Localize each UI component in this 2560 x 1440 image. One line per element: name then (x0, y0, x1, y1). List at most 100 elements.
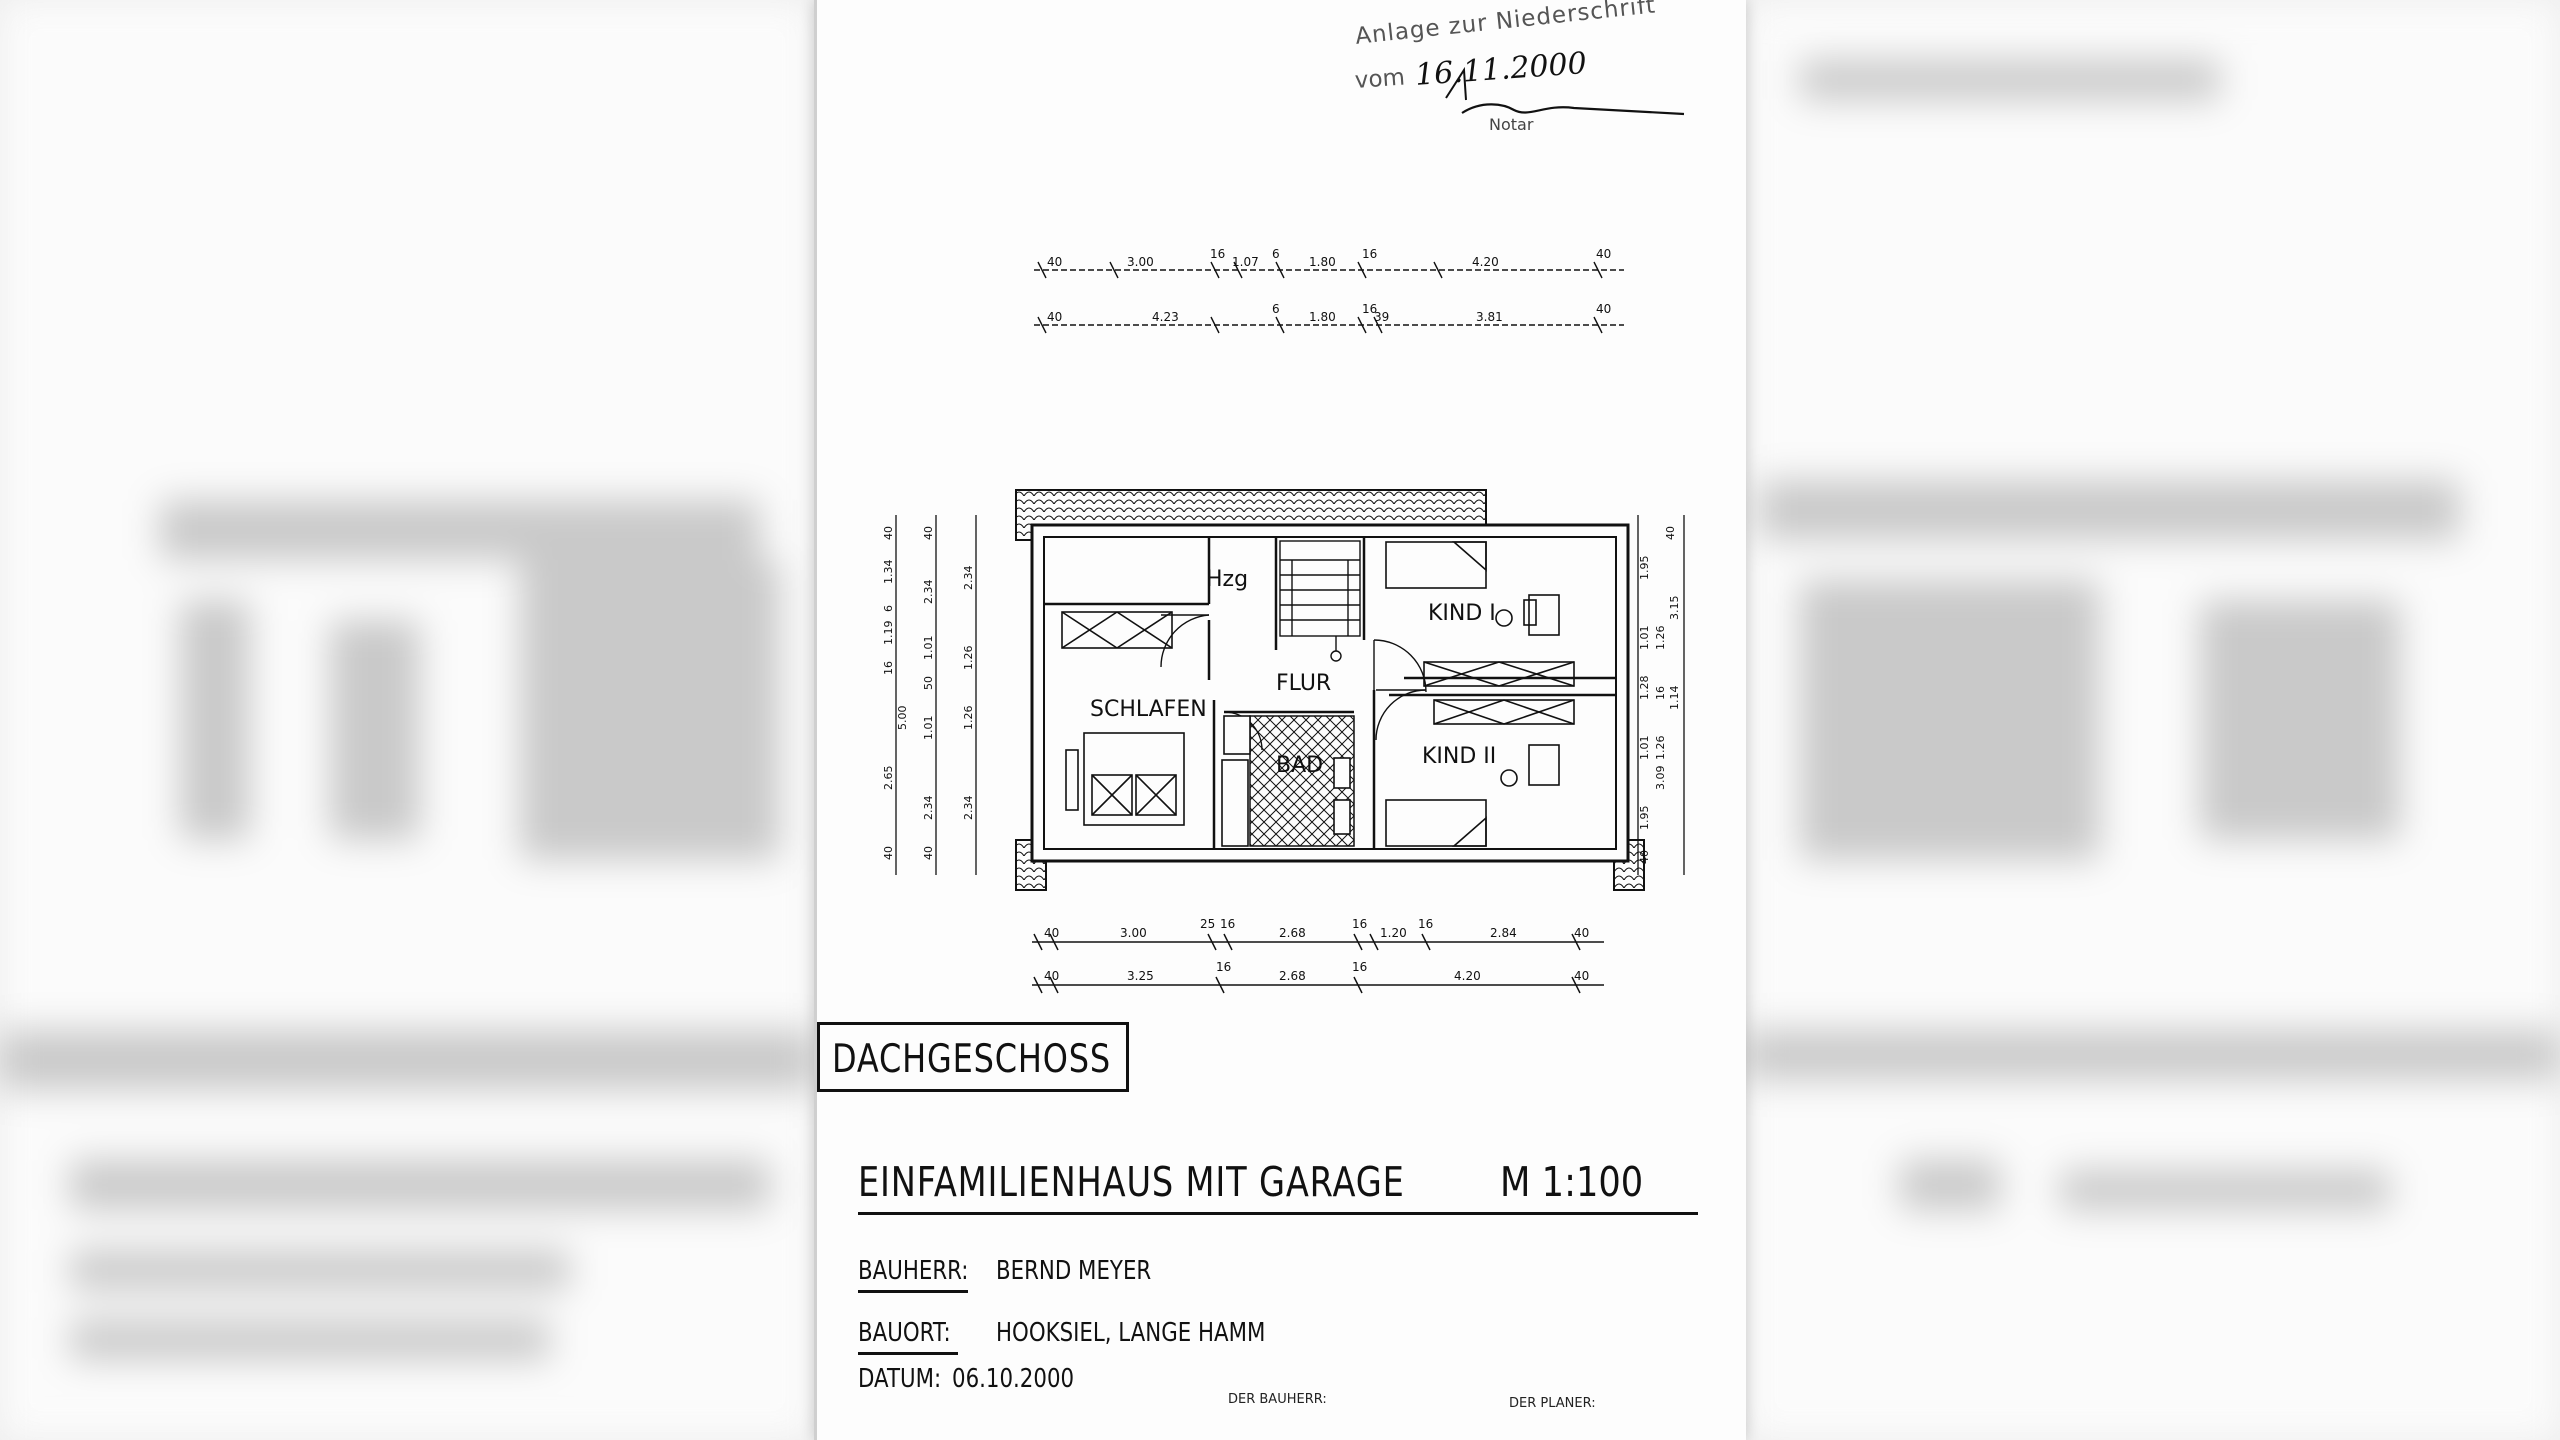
dim-right-8: 1.01 (1638, 736, 1651, 761)
dim-left-1: 1.34 (882, 560, 895, 585)
dim-third-2: 1.26 (962, 706, 975, 731)
toilet (1333, 757, 1351, 789)
dim-inner-6: 40 (922, 846, 935, 860)
stamp-signer: Notar (1489, 115, 1534, 134)
washbasin (1333, 799, 1351, 835)
dim-bottom2-6: 40 (1574, 969, 1589, 983)
dim-right-2: 1.01 (1638, 626, 1651, 651)
dim-top2-0: 40 (1047, 310, 1062, 324)
dim-left-6: 2.65 (882, 766, 895, 791)
dim-top2-4: 16 (1362, 302, 1377, 316)
dim-bottom1-5: 16 (1352, 917, 1367, 931)
dim-bottom2-2: 16 (1216, 960, 1231, 974)
dim-right-4: 3.15 (1668, 596, 1681, 621)
room-kind2: KIND II (1422, 744, 1496, 769)
room-flur: FLUR (1276, 671, 1331, 696)
dim-bottom1-8: 2.84 (1490, 926, 1517, 940)
left-dims-third: 2.34 1.26 1.26 2.34 (962, 566, 975, 821)
dim-top2-2: 6 (1272, 302, 1280, 316)
dim-bottom2-5: 4.20 (1454, 969, 1481, 983)
dim-left-5: 5.00 (896, 706, 909, 731)
dim-third-1: 1.26 (962, 646, 975, 671)
dim-bottom1-9: 40 (1574, 926, 1589, 940)
dim-top2-7: 40 (1596, 302, 1611, 316)
dim-top2-6: 3.81 (1476, 310, 1503, 324)
dim-top1-8: 40 (1596, 247, 1611, 261)
left-dims-outer: 40 1.34 6 1.19 16 5.00 2.65 40 (882, 526, 909, 860)
dim-bottom2-0: 40 (1044, 969, 1059, 983)
dim-inner-4: 1.01 (922, 716, 935, 741)
sign-planer-label: DER PLANER: (1509, 1396, 1596, 1411)
dim-top2-5: 39 (1374, 310, 1389, 324)
bauort-value: HOOKSIEL, LANGE HAMM (996, 1318, 1266, 1348)
heading-underline (858, 1212, 1698, 1215)
room-kind1: KIND I (1428, 601, 1496, 626)
desk-kind1 (1528, 594, 1560, 636)
drawing-scale: M 1:100 (1500, 1158, 1644, 1206)
dim-bottom1-4: 2.68 (1279, 926, 1306, 940)
inner-wall-line (1043, 536, 1617, 850)
right-dims: 40 1.95 1.01 1.26 3.15 1.28 16 1.14 1.01… (1638, 526, 1681, 864)
dim-left-2: 6 (882, 605, 895, 612)
staircase (1279, 540, 1361, 662)
dim-inner-3: 50 (922, 676, 935, 690)
dim-left-4: 16 (882, 661, 895, 675)
dim-left-3: 1.19 (882, 621, 895, 646)
dim-right-3: 1.26 (1654, 626, 1667, 651)
dim-top1-5: 1.80 (1309, 255, 1336, 269)
dim-top1-7: 4.20 (1472, 255, 1499, 269)
dim-bottom1-6: 1.20 (1380, 926, 1407, 940)
dim-right-12: 40 (1638, 850, 1651, 864)
dim-inner-0: 40 (922, 526, 935, 540)
room-hzg: Hzg (1206, 567, 1248, 592)
project-heading: EINFAMILIENHAUS MIT GARAGE (858, 1158, 1405, 1206)
bauort-underline (858, 1352, 958, 1355)
dim-top1-1: 3.00 (1127, 255, 1154, 269)
dim-right-7: 1.14 (1668, 686, 1681, 711)
dim-right-1: 1.95 (1638, 556, 1651, 581)
room-schlafen: SCHLAFEN (1090, 697, 1207, 722)
dim-inner-5: 2.34 (922, 796, 935, 821)
desk-kind2 (1528, 744, 1560, 786)
dim-top1-2: 16 (1210, 247, 1225, 261)
bed-schlafen (1083, 732, 1185, 826)
dim-bottom1-7: 16 (1418, 917, 1433, 931)
left-dims-inner: 40 2.34 1.01 50 1.01 2.34 40 (922, 526, 935, 860)
dim-left-7: 40 (882, 846, 895, 860)
page-edge (814, 0, 817, 1440)
dim-bottom2-3: 2.68 (1279, 969, 1306, 983)
dim-right-10: 3.09 (1654, 766, 1667, 791)
drawing-title: DACHGESCHOSS (832, 1037, 1112, 1082)
dim-top1-3: 1.07 (1232, 255, 1259, 269)
dim-inner-2: 1.01 (922, 636, 935, 661)
datum-label: DATUM: (858, 1364, 942, 1394)
dim-top1-4: 6 (1272, 247, 1280, 261)
dim-third-3: 2.34 (962, 796, 975, 821)
dim-right-5: 1.28 (1638, 676, 1651, 701)
bauort-label: BAUORT: (858, 1318, 951, 1348)
dim-inner-1: 2.34 (922, 580, 935, 605)
drawing-title-box: DACHGESCHOSS (817, 1022, 1129, 1092)
dim-right-9: 1.26 (1654, 736, 1667, 761)
dim-bottom2-4: 16 (1352, 960, 1367, 974)
bauherr-value: BERND MEYER (996, 1256, 1152, 1286)
dim-left-0: 40 (882, 526, 895, 540)
shower (1223, 715, 1251, 755)
dim-bottom2-1: 3.25 (1127, 969, 1154, 983)
document-page: Anlage zur Niederschrift vom 16.11.2000 … (814, 0, 1746, 1440)
notary-signature-mark (1445, 66, 1467, 101)
datum-value: 06.10.2000 (952, 1364, 1075, 1394)
dim-right-6: 16 (1654, 686, 1667, 700)
notary-signature (1461, 103, 1685, 116)
floor-plan-drawing: 40 3.00 16 1.07 6 1.80 16 4.20 40 40 4.2… (882, 66, 1685, 994)
bathtub (1221, 759, 1249, 847)
dim-bottom1-3: 16 (1220, 917, 1235, 931)
dim-top2-1: 4.23 (1152, 310, 1179, 324)
dim-right-11: 1.95 (1638, 806, 1651, 831)
dim-bottom1-2: 25 (1200, 917, 1215, 931)
dim-third-0: 2.34 (962, 566, 975, 591)
dim-bottom1-0: 40 (1044, 926, 1059, 940)
bauherr-label: BAUHERR: (858, 1256, 969, 1286)
dim-right-0: 40 (1664, 526, 1677, 540)
room-bad: BAD (1276, 753, 1323, 778)
